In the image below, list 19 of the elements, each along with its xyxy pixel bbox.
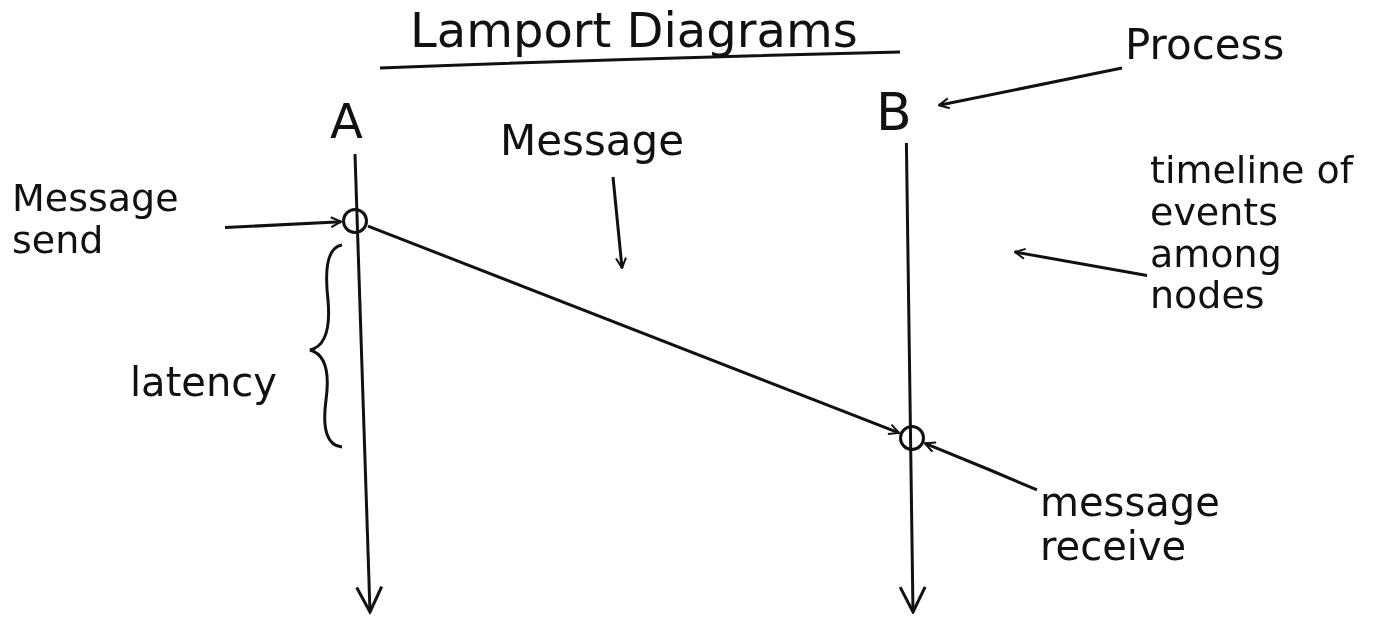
process-name: B bbox=[876, 84, 936, 140]
arrow bbox=[1014, 247, 1148, 278]
title: Lamport Diagrams bbox=[410, 4, 858, 57]
annotation-text: Message send bbox=[12, 178, 222, 288]
arrow bbox=[611, 176, 627, 269]
annotation-text: timeline of events among nodes bbox=[1150, 150, 1360, 440]
arrow bbox=[924, 441, 1038, 492]
timeline-arrow bbox=[353, 153, 384, 614]
arrow bbox=[367, 224, 900, 435]
process-name: A bbox=[330, 95, 378, 151]
event-circle bbox=[899, 425, 925, 451]
annotation-text: message receive bbox=[1040, 480, 1270, 600]
arrow bbox=[938, 66, 1123, 110]
event-circle bbox=[342, 208, 368, 234]
arrow bbox=[224, 216, 342, 230]
annotation-text: latency bbox=[130, 360, 277, 404]
timeline-arrow bbox=[898, 142, 927, 614]
process-label: Process bbox=[1125, 22, 1315, 74]
message-label: Message bbox=[500, 118, 720, 174]
